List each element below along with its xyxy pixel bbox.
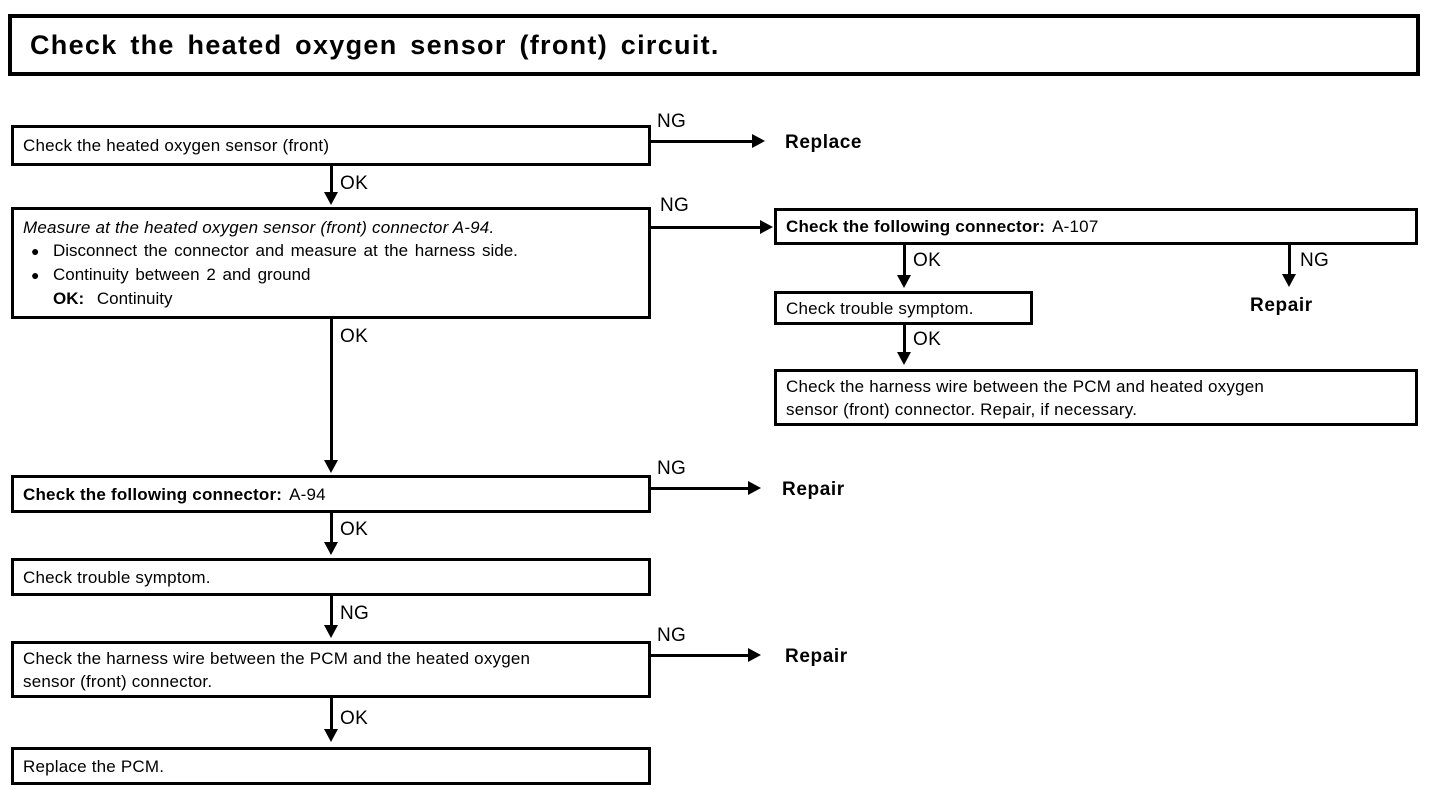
measure-ok-label: OK: (53, 289, 85, 308)
edge-ng-to-replace-line (651, 140, 756, 143)
edge-ok-a107-arrow (897, 275, 911, 288)
edge-label-ng-4: NG (340, 603, 370, 624)
edge-label-ng-1: NG (657, 111, 687, 132)
measure-ok-value: Continuity (96, 289, 173, 308)
terminal-repair-right: Repair (1250, 295, 1313, 316)
edge-label-ok-a107: OK (913, 250, 942, 271)
edge-ok-4-line (330, 698, 333, 731)
bullet-dot-icon: ● (31, 243, 40, 259)
edge-ng-3-line (651, 487, 751, 490)
edge-ng-2-line (651, 226, 763, 229)
edge-label-ok-4: OK (340, 708, 369, 729)
edge-ok-2-line (330, 319, 333, 463)
terminal-repair-harness: Repair (785, 646, 848, 667)
node-label: Replace the PCM. (23, 756, 165, 776)
edge-ok-a107-line (903, 245, 906, 277)
measure-ok-criteria: OK: Continuity (14, 287, 648, 310)
edge-label-ng-a107: NG (1300, 250, 1330, 271)
bullet-dot-icon: ● (31, 267, 40, 283)
edge-ok-4-arrow (324, 729, 338, 742)
edge-ok-1-arrow (324, 192, 338, 205)
measure-heading: Measure at the heated oxygen sensor (fro… (23, 218, 495, 237)
node-label: Check trouble symptom. (786, 298, 974, 318)
page-title: Check the heated oxygen sensor (front) c… (30, 30, 720, 60)
edge-ng-5-line (651, 654, 751, 657)
edge-ng-4-line (330, 596, 333, 627)
measure-bullet-2: ● Continuity between 2 and ground (14, 263, 648, 287)
node-check-harness-wire-right[interactable]: Check the harness wire between the PCM a… (774, 369, 1418, 426)
harness-left-line-2: sensor (front) connector. (23, 671, 213, 691)
edge-ng-5-arrow (748, 648, 761, 662)
node-check-trouble-symptom-left[interactable]: Check trouble symptom. (11, 558, 651, 596)
node-label-row: Check the following connector: A-107 (777, 215, 1415, 238)
edge-label-ok-1: OK (340, 173, 369, 194)
edge-ok-3-line (330, 513, 333, 544)
edge-label-ng-2: NG (660, 195, 690, 216)
edge-label-ng-3: NG (657, 458, 687, 479)
node-measure-connector-a94[interactable]: Measure at the heated oxygen sensor (fro… (11, 207, 651, 319)
edge-ok-2-arrow (324, 460, 338, 473)
connector-a107-value: A-107 (1052, 217, 1099, 236)
node-check-harness-wire-left[interactable]: Check the harness wire between the PCM a… (11, 641, 651, 698)
edge-label-ok-2: OK (340, 326, 369, 347)
edge-ok-trouble-right-line (903, 325, 906, 354)
terminal-repair-a94: Repair (782, 479, 845, 500)
edge-ng-2-arrow (760, 220, 773, 234)
node-label-row: Check the following connector: A-94 (14, 483, 648, 506)
node-label: Check the heated oxygen sensor (front) (23, 136, 330, 155)
edge-ng-4-arrow (324, 625, 338, 638)
node-replace-pcm[interactable]: Replace the PCM. (11, 747, 651, 785)
node-label: Check trouble symptom. (23, 567, 211, 587)
edge-ng-a107-arrow (1282, 274, 1296, 287)
page-title-box: Check the heated oxygen sensor (front) c… (8, 14, 1420, 76)
edge-ok-3-arrow (324, 542, 338, 555)
connector-a94-value: A-94 (289, 484, 326, 504)
measure-bullet-1-text: Disconnect the connector and measure at … (53, 241, 518, 260)
connector-a94-label: Check the following connector: (23, 484, 283, 504)
edge-label-ok-trouble-right: OK (913, 329, 942, 350)
edge-label-ng-5: NG (657, 625, 687, 646)
measure-bullet-1: ● Disconnect the connector and measure a… (14, 239, 648, 263)
measure-bullet-2-text: Continuity between 2 and ground (53, 265, 311, 284)
edge-ok-trouble-right-arrow (897, 352, 911, 365)
node-check-heated-oxygen-sensor[interactable]: Check the heated oxygen sensor (front) (11, 125, 651, 166)
node-check-connector-a94[interactable]: Check the following connector: A-94 (11, 475, 651, 513)
harness-right-line-1: Check the harness wire between the PCM a… (786, 376, 1265, 396)
node-check-trouble-symptom-right[interactable]: Check trouble symptom. (774, 291, 1033, 325)
edge-ng-a107-line (1288, 245, 1291, 276)
edge-ng-to-replace-arrow (752, 134, 765, 148)
harness-right-line-2: sensor (front) connector. Repair, if nec… (786, 399, 1138, 419)
edge-ng-3-arrow (748, 481, 761, 495)
edge-label-ok-3: OK (340, 519, 369, 540)
harness-left-line-1: Check the harness wire between the PCM a… (23, 648, 531, 668)
connector-a107-label: Check the following connector: (786, 217, 1046, 236)
terminal-replace: Replace (785, 132, 863, 153)
node-check-connector-a107[interactable]: Check the following connector: A-107 (774, 208, 1418, 245)
edge-ok-1-line (330, 166, 333, 195)
